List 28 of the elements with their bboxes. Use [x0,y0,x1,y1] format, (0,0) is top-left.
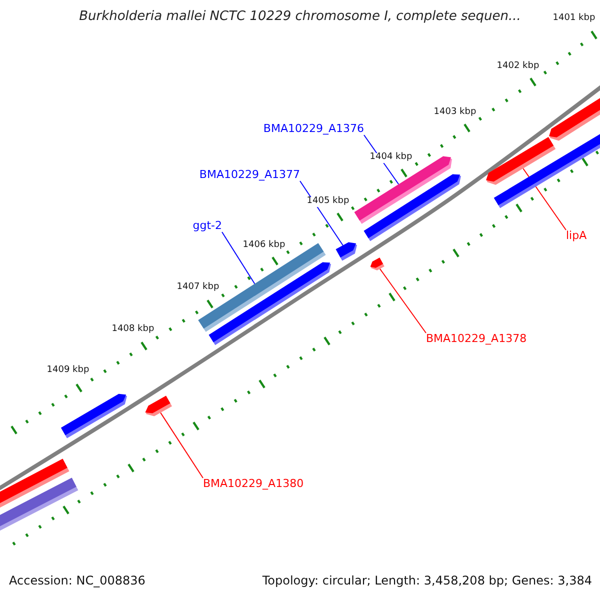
scale-label: 1405 kbp [306,197,350,207]
gene-feature-bar [370,258,384,270]
leader-line [222,232,256,284]
gene-feature-bar [336,242,357,261]
gene-label: lipA [566,230,587,242]
scale-label: 1401 kbp [552,14,596,24]
leader-line [160,412,204,478]
gene-feature-bar [494,133,600,208]
gene-label: BMA10229_A1380 [203,478,304,490]
scale-label: 1403 kbp [432,108,478,118]
leader-line [379,268,426,334]
scale-label: 1406 kbp [242,241,286,251]
gene-feature-bar [145,396,172,416]
accession-text: Accession: NC_008836 [9,574,146,588]
leader-line [522,168,566,230]
gene-label: BMA10229_A1376 [263,122,364,135]
map-title: Burkholderia mallei NCTC 10229 chromosome I, complete sequen... [79,10,521,24]
scale-label: 1404 kbp [368,153,414,163]
gene-feature-bar [364,174,461,242]
scale-label: 1402 kbp [496,62,540,72]
gene-label: BMA10229_A1378 [426,333,527,346]
scale-label: 1409 kbp [46,366,90,376]
gene-label: ggt-2 [192,220,222,232]
gene-label: BMA10229_A1377 [199,168,300,181]
scale-label: 1408 kbp [110,325,156,335]
sequence-info-text: Topology: circular; Length: 3,458,208 bp; Genes: 3,384 [262,574,592,588]
gene-feature-bar [61,394,127,438]
scale-label: 1407 kbp [176,283,220,293]
